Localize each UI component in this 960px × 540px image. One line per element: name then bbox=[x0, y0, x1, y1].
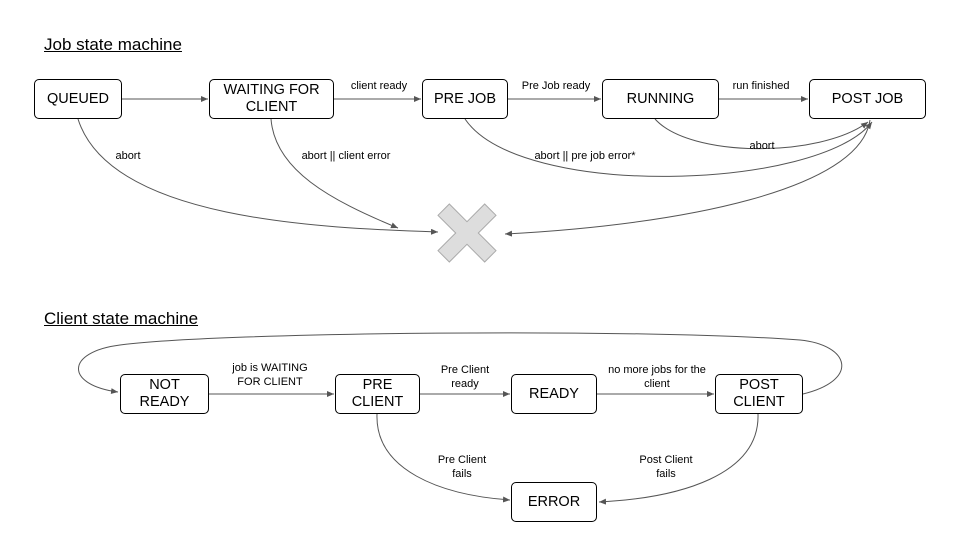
label-job-waiting: job is WAITING FOR CLIENT bbox=[232, 362, 308, 388]
edge-postclient-notready bbox=[78, 332, 843, 395]
node-pre-job[interactable]: PRE JOB bbox=[422, 79, 508, 119]
label-abort-running: abort bbox=[749, 140, 775, 152]
edge-queued-abort bbox=[77, 118, 439, 235]
label-post-client-fails: Post Client fails bbox=[639, 454, 693, 480]
edge-preclient-error bbox=[376, 413, 511, 503]
label-pre-client-fails: Pre Client fails bbox=[437, 454, 487, 480]
node-ready[interactable]: READY bbox=[511, 374, 597, 414]
node-error[interactable]: ERROR bbox=[511, 482, 597, 522]
label-abort-waiting: abort || client error bbox=[301, 150, 391, 162]
label-run-finished: run finished bbox=[732, 80, 790, 92]
edge-postclient-error bbox=[598, 413, 759, 505]
label-client-ready: client ready bbox=[350, 80, 408, 92]
edge-prejob-abort bbox=[464, 118, 873, 177]
label-no-more-jobs: no more jobs for the client bbox=[608, 364, 706, 390]
label-pre-job-ready: Pre Job ready bbox=[521, 80, 591, 92]
node-waiting-for-client[interactable]: WAITING FOR CLIENT bbox=[209, 79, 334, 119]
label-pre-client-ready: Pre Client ready bbox=[440, 364, 490, 390]
node-not-ready[interactable]: NOT READY bbox=[120, 374, 209, 414]
node-running[interactable]: RUNNING bbox=[602, 79, 719, 119]
node-post-client[interactable]: POST CLIENT bbox=[715, 374, 803, 414]
node-post-job[interactable]: POST JOB bbox=[809, 79, 926, 119]
x-icon bbox=[437, 203, 497, 263]
job-state-machine-title: Job state machine bbox=[44, 35, 182, 54]
client-state-machine-title: Client state machine bbox=[44, 309, 199, 328]
edge-postjob-abort bbox=[504, 119, 871, 237]
edge-running-abort bbox=[654, 118, 869, 150]
label-abort-prejob: abort || pre job error* bbox=[534, 150, 636, 162]
node-queued[interactable]: QUEUED bbox=[34, 79, 122, 119]
label-abort-queued: abort bbox=[115, 150, 141, 162]
node-pre-client[interactable]: PRE CLIENT bbox=[335, 374, 420, 414]
edge-waiting-abort bbox=[270, 118, 399, 229]
